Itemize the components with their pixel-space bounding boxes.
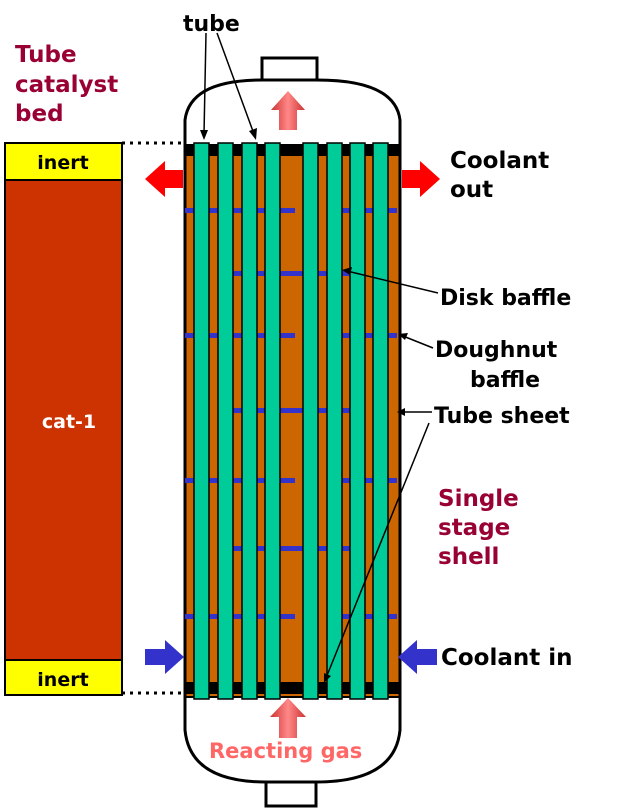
tube-catalyst-bed: inert cat-1 inert [4, 142, 123, 696]
bottom-nozzle [264, 780, 318, 808]
doughnut-line-1: Doughnut [435, 338, 558, 363]
doughnut-baffle [335, 208, 397, 213]
tube-sheet-label: Tube sheet [434, 404, 570, 429]
top-nozzle [260, 56, 319, 82]
doughnut-baffle-label: Doughnut baffle [435, 338, 558, 393]
coolant-in-left-arrow [145, 640, 184, 674]
tube [349, 142, 366, 700]
doughnut-baffle [185, 614, 295, 619]
reacting-gas-label: Reacting gas [209, 739, 362, 763]
coolant-out-right-arrow [402, 161, 440, 197]
gas-outlet-arrow [271, 91, 305, 130]
coolant-in-right-arrow [398, 640, 437, 674]
inert-top-zone [4, 142, 123, 181]
tube [217, 142, 234, 700]
disk-baffle [230, 408, 355, 413]
coolant-out-line-2: out [450, 177, 493, 203]
tubes [193, 142, 389, 700]
tube [193, 142, 210, 700]
catalyst-bed-column [4, 142, 123, 696]
doughnut-baffle [185, 333, 295, 338]
title-line-1: Tube [15, 42, 77, 68]
shell-line-3: shell [438, 544, 499, 570]
disk-baffle [230, 546, 355, 551]
tube-catalyst-bed-title: Tube catalyst bed [15, 42, 118, 127]
tube [326, 142, 343, 700]
bottom-tube-sheet [185, 682, 400, 694]
inert-top-label: inert [37, 152, 88, 174]
coolant-out-line-1: Coolant [450, 148, 549, 174]
doughnut-baffle [185, 478, 295, 483]
inert-bottom-zone [4, 659, 123, 696]
top-tube-sheet [185, 144, 400, 156]
title-line-2: catalyst [15, 72, 118, 98]
coolant-out-left-arrow [145, 161, 183, 197]
title-line-3: bed [15, 101, 64, 127]
disk-baffle [230, 271, 355, 276]
baffles [185, 208, 397, 619]
tube-label: tube [183, 12, 240, 37]
tube [241, 142, 258, 700]
inert-bottom-label: inert [37, 669, 88, 691]
doughnut-baffle [335, 478, 397, 483]
disk-baffle-label: Disk baffle [440, 286, 571, 311]
shell-line-1: Single [438, 486, 519, 512]
coolant-in-label: Coolant in [441, 645, 573, 671]
doughnut-baffle [185, 208, 295, 213]
tube [302, 142, 319, 700]
doughnut-baffle [335, 614, 397, 619]
cat-label: cat-1 [42, 411, 96, 433]
reacting-gas-inlet-arrow [270, 698, 306, 738]
tube [372, 142, 389, 700]
shell-line-2: stage [438, 515, 510, 541]
tube [264, 142, 281, 700]
single-stage-shell-label: Single stage shell [438, 486, 519, 570]
doughnut-baffle [335, 333, 397, 338]
coolant-out-label: Coolant out [450, 148, 549, 203]
doughnut-line-2: baffle [470, 368, 540, 393]
leader-lines [200, 32, 439, 683]
